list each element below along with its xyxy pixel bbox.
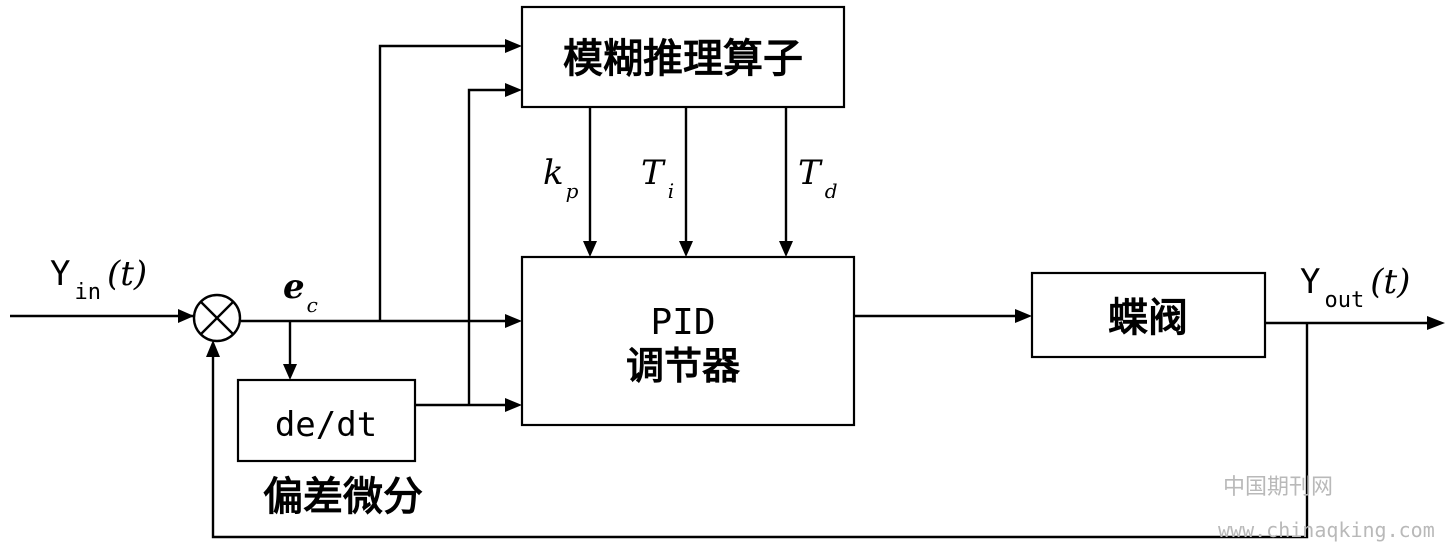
output-arrowhead: [1427, 316, 1445, 330]
td-arrowhead: [779, 241, 793, 257]
feedback-line: [211, 323, 1309, 539]
derivative-to-fuzzy-arrowhead: [505, 83, 522, 97]
error-to-derivative-arrowhead: [283, 364, 297, 380]
input-arrowhead: [178, 309, 194, 323]
error-to-pid-arrowhead: [505, 314, 522, 328]
watermark-name: 中国期刊网: [1223, 475, 1333, 500]
derivative-label: de/dt: [275, 405, 377, 445]
pid-label-chinese: 调节器: [626, 344, 741, 388]
butterfly-valve-label: 蝶阀: [1108, 295, 1188, 341]
butterfly-valve-block: 蝶阀: [1030, 271, 1267, 359]
derivative-to-fuzzy-line: [467, 88, 506, 405]
fuzzy-inference-block: 模糊推理算子: [520, 5, 846, 109]
derivative-to-pid-arrowhead: [505, 398, 522, 412]
watermark-url: www.chinaqking.com: [1218, 518, 1435, 542]
derivative-block: de/dt: [236, 378, 417, 463]
ti-arrowhead: [679, 241, 693, 257]
error-to-fuzzy-arrowhead: [505, 39, 522, 53]
fuzzy-inference-label: 模糊推理算子: [563, 36, 803, 82]
kp-arrowhead: [583, 241, 597, 257]
derivative-caption: 偏差微分: [263, 474, 423, 520]
error-to-fuzzy-line: [378, 44, 506, 321]
pid-controller-block: PID 调节器: [520, 255, 856, 427]
pid-label: PID: [650, 302, 715, 343]
summing-junction: [192, 293, 242, 343]
pid-to-valve-arrowhead: [1015, 309, 1032, 323]
feedback-arrowhead: [206, 340, 220, 357]
